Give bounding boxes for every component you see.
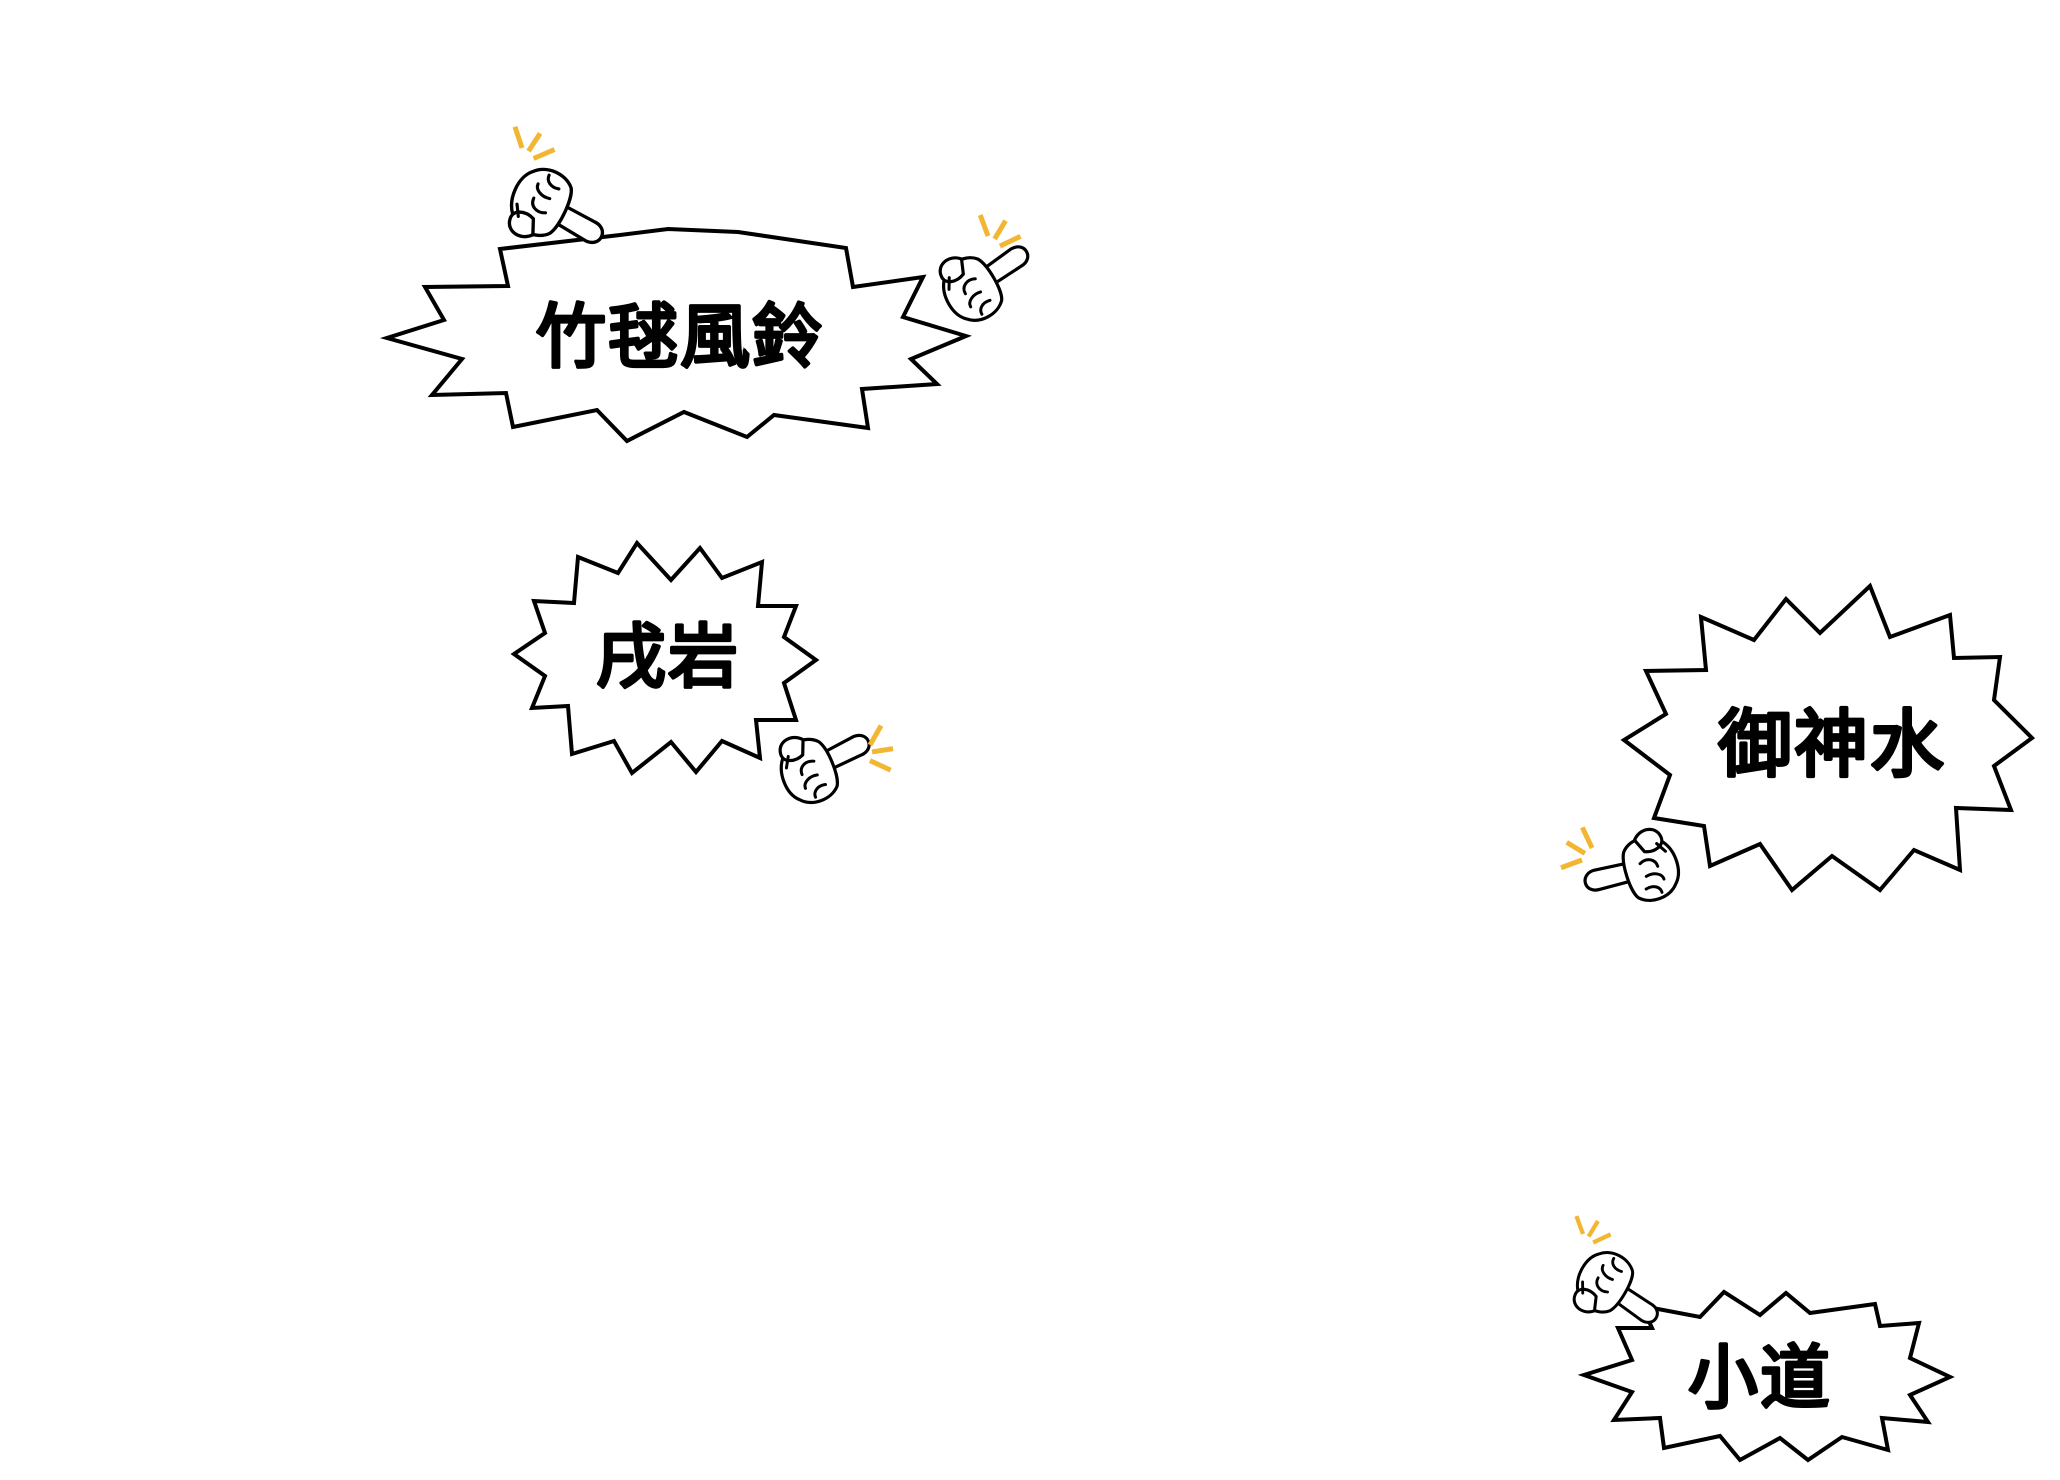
spark-lines-icon: [515, 122, 555, 161]
pointing-hand-icon: [767, 709, 884, 813]
label-small-path: 小道: [1688, 1337, 1832, 1419]
sticker-bamboo-wind-chime: 竹毬風鈴: [379, 122, 1047, 444]
spark-lines-icon: [1576, 1211, 1611, 1245]
sticker-stone-rock: 戌岩: [510, 539, 909, 813]
label-stone-rock: 戌岩: [596, 616, 740, 698]
sticker-sacred-water: 御神水: [1555, 582, 2036, 921]
speech-burst-icon: [510, 539, 820, 777]
pointing-hand-icon: [927, 221, 1047, 333]
speech-burst-icon: [1620, 582, 2036, 893]
label-sacred-water: 御神水: [1717, 702, 1946, 788]
speech-burst-icon: [379, 226, 972, 444]
label-bamboo-wind-chime: 竹毬風鈴: [536, 296, 824, 378]
pointing-hand-icon: [1573, 822, 1688, 921]
speech-burst-icon: [1577, 1289, 1955, 1463]
sticker-small-path: 小道: [1562, 1211, 1955, 1463]
spark-lines-icon: [1555, 826, 1595, 867]
spark-lines-icon: [980, 209, 1021, 249]
